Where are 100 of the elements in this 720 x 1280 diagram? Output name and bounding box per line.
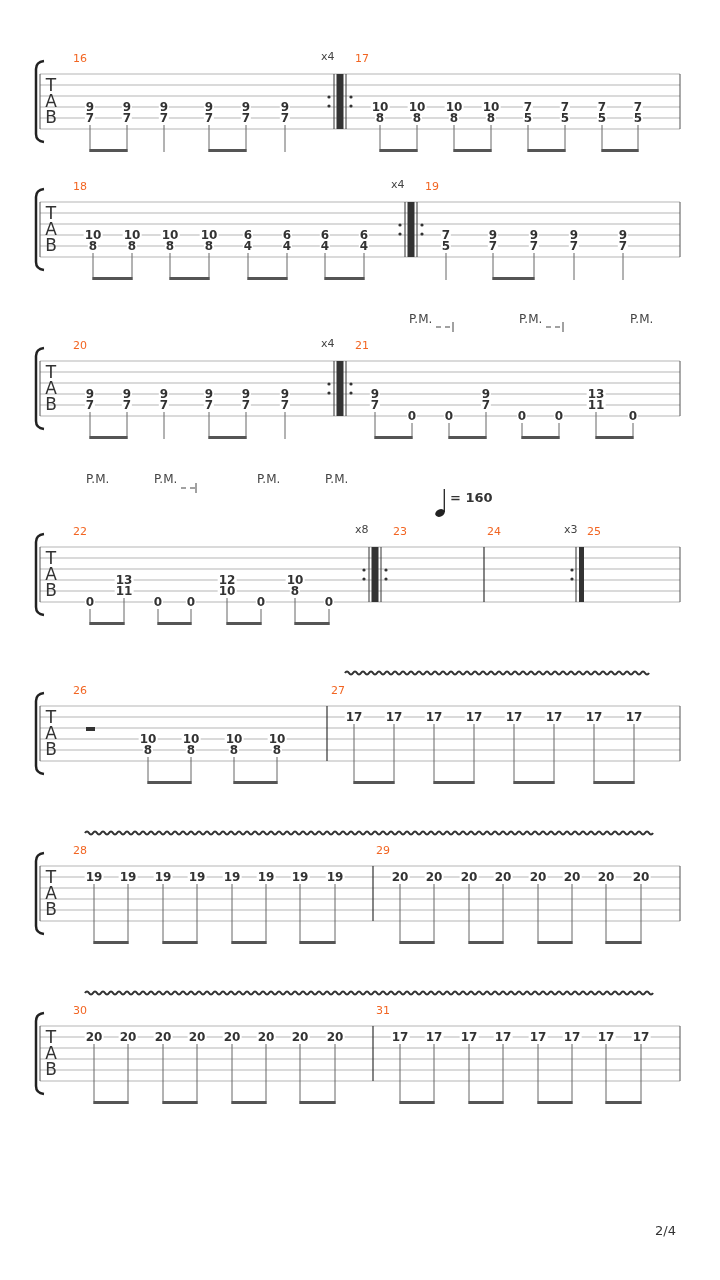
measure-number: 27 (331, 684, 345, 696)
fret-number: 20 (222, 1031, 242, 1043)
measure-number: 22 (73, 525, 87, 537)
fret-number: 17 (344, 711, 364, 723)
measure-number: 31 (376, 1004, 390, 1016)
fret-number: 17 (631, 1031, 651, 1043)
fret-number: 20 (528, 871, 548, 883)
tab-clef-letter: B (45, 236, 57, 254)
fret-number: 17 (584, 711, 604, 723)
fret-number: 11 (586, 399, 606, 411)
fret-number: 0 (406, 410, 418, 422)
fret-number: 0 (627, 410, 639, 422)
fret-number: 20 (325, 1031, 345, 1043)
measure-number: 24 (487, 525, 501, 537)
fret-number: 17 (504, 711, 524, 723)
fret-number: 0 (185, 596, 197, 608)
tab-clef-letter: A (45, 565, 57, 583)
palm-mute-mark: P.M. (257, 473, 281, 485)
fret-number: 7 (617, 240, 629, 252)
fret-number: 5 (522, 112, 534, 124)
tab-clef-letter: T (45, 868, 57, 886)
repeat-count: x3 (564, 523, 578, 535)
fret-number: 8 (448, 112, 460, 124)
fret-number: 8 (271, 744, 283, 756)
fret-number: 10 (224, 733, 244, 745)
fret-number: 20 (153, 1031, 173, 1043)
fret-number: 7 (487, 240, 499, 252)
fret-number: 17 (390, 1031, 410, 1043)
fret-number: 20 (118, 1031, 138, 1043)
fret-number: 20 (290, 1031, 310, 1043)
fret-number: 10 (160, 229, 180, 241)
measure-number: 28 (73, 844, 87, 856)
fret-number: 20 (256, 1031, 276, 1043)
fret-number: 8 (485, 112, 497, 124)
fret-number: 19 (187, 871, 207, 883)
fret-number: 8 (228, 744, 240, 756)
fret-number: 10 (444, 101, 464, 113)
fret-number: 17 (562, 1031, 582, 1043)
fret-number: 10 (285, 574, 305, 586)
fret-number: 17 (544, 711, 564, 723)
fret-number: 17 (459, 1031, 479, 1043)
fret-number: 7 (240, 112, 252, 124)
fret-number: 0 (255, 596, 267, 608)
fret-number: 7 (528, 240, 540, 252)
fret-number: 7 (84, 399, 96, 411)
fret-number: 19 (118, 871, 138, 883)
fret-number: 8 (411, 112, 423, 124)
fret-number: 12 (217, 574, 237, 586)
measure-number: 16 (73, 52, 87, 64)
palm-mute-mark: P.M. (409, 313, 433, 325)
tab-clef-letter: T (45, 1028, 57, 1046)
measure-number: 20 (73, 339, 87, 351)
fret-number: 10 (199, 229, 219, 241)
fret-number: 19 (325, 871, 345, 883)
fret-number: 17 (528, 1031, 548, 1043)
fret-number: 7 (158, 112, 170, 124)
fret-number: 11 (114, 585, 134, 597)
tempo-marking: = 160 (450, 490, 493, 504)
fret-number: 17 (596, 1031, 616, 1043)
tab-clef-letter: T (45, 549, 57, 567)
fret-number: 10 (217, 585, 237, 597)
fret-number: 20 (84, 1031, 104, 1043)
fret-number: 4 (319, 240, 331, 252)
fret-number: 7 (158, 399, 170, 411)
fret-number: 19 (290, 871, 310, 883)
fret-number: 10 (122, 229, 142, 241)
palm-mute-mark: P.M. (154, 473, 178, 485)
palm-mute-mark: P.M. (519, 313, 543, 325)
repeat-count: x8 (355, 523, 369, 535)
fret-number: 7 (121, 112, 133, 124)
repeat-count: x4 (321, 337, 335, 349)
fret-number: 20 (424, 871, 444, 883)
measure-number: 30 (73, 1004, 87, 1016)
measure-number: 25 (587, 525, 601, 537)
fret-number: 19 (153, 871, 173, 883)
palm-mute-mark: P.M. (630, 313, 654, 325)
fret-number: 20 (562, 871, 582, 883)
measure-number: 21 (355, 339, 369, 351)
fret-number: 8 (289, 585, 301, 597)
fret-number: 19 (256, 871, 276, 883)
measure-number: 29 (376, 844, 390, 856)
fret-number: 4 (281, 240, 293, 252)
fret-number: 20 (187, 1031, 207, 1043)
tab-clef-letter: B (45, 900, 57, 918)
fret-number: 10 (407, 101, 427, 113)
tab-clef-letter: B (45, 581, 57, 599)
fret-number: 7 (568, 240, 580, 252)
fret-number: 8 (164, 240, 176, 252)
fret-number: 7 (121, 399, 133, 411)
fret-number: 13 (114, 574, 134, 586)
measure-number: 19 (425, 180, 439, 192)
fret-number: 20 (459, 871, 479, 883)
tab-clef-letter: A (45, 220, 57, 238)
page-number: 2/4 (655, 1223, 676, 1237)
fret-number: 10 (481, 101, 501, 113)
fret-number: 8 (185, 744, 197, 756)
fret-number: 17 (464, 711, 484, 723)
fret-number: 7 (203, 112, 215, 124)
fret-number: 17 (424, 1031, 444, 1043)
fret-number: 7 (84, 112, 96, 124)
